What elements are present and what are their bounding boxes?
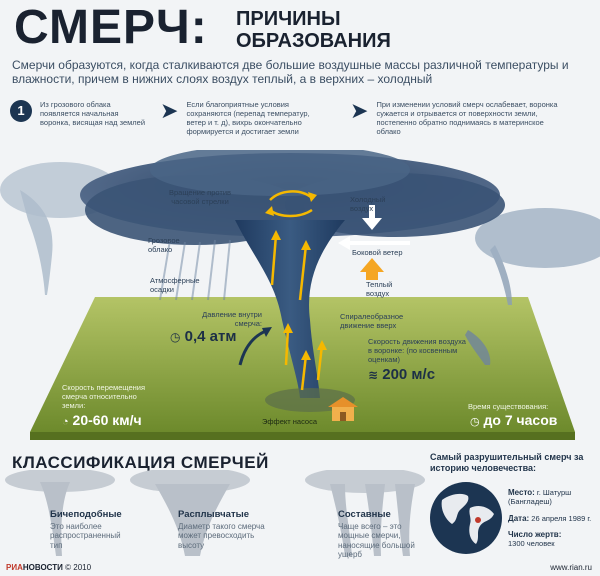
page-subtitle: ПРИЧИНЫ ОБРАЗОВАНИЯ (236, 8, 391, 52)
subtitle-line-2: ОБРАЗОВАНИЯ (236, 30, 391, 52)
precipitation-label: Атмосферные осадки (150, 276, 200, 294)
lifetime-readout: ◷ до 7 часов (470, 412, 557, 428)
multiple-tornado-shape (330, 484, 352, 556)
arrow-icon: ➤ (160, 98, 179, 123)
copyright: © 2010 (65, 563, 92, 572)
step-text: При изменении условий смерч ослабевает, … (376, 100, 558, 136)
wind-speed-readout: ≋ 200 м/с (368, 366, 435, 383)
record-place-label: Место: (508, 488, 535, 497)
class-item-whip: Бичеподобные Это наиболее распространенн… (50, 510, 130, 550)
ground-edge (30, 432, 575, 440)
gauge-icon: ◷ (170, 330, 181, 344)
location-marker-icon (475, 517, 481, 523)
wind-speed-label: Скорость движения воздуха в воронке: (по… (368, 337, 466, 364)
record-place: Место: г. Шатурш (Бангладеш) (508, 488, 600, 506)
travel-speed-readout: ◔ 20-60 км/ч (62, 412, 142, 428)
step-1: 1 Из грозового облака появляется начальн… (10, 100, 160, 127)
storm-cloud-label: Грозовое облако (148, 236, 180, 254)
whip-tornado-shape (40, 482, 70, 556)
tornado-funnel (235, 220, 345, 398)
subtitle-line-1: ПРИЧИНЫ (236, 8, 341, 30)
wind-speed-value: 200 м/с (382, 366, 436, 383)
record-victims: Число жертв: 1300 человек (508, 530, 561, 548)
step-text: Если благоприятные условия сохраняются (… (186, 100, 310, 136)
logo-prefix: РИА (6, 563, 23, 572)
distant-cloud-right (475, 208, 600, 268)
house-icon (328, 397, 358, 421)
page-title: СМЕРЧ: (14, 1, 208, 54)
class-text: Диаметр такого смерча может превосходить… (178, 521, 265, 550)
class-name: Составные (338, 509, 391, 520)
clock-icon: ◷ (470, 416, 480, 428)
class-name: Расплывчатые (178, 509, 249, 520)
record-date-label: Дата: (508, 514, 530, 523)
diffuse-tornado-shape (155, 484, 230, 556)
pressure-readout: ◷ 0,4 атм (170, 328, 236, 345)
intro-text: Смерчи образуются, когда сталкиваются дв… (12, 58, 569, 86)
travel-speed-value: 20-60 км/ч (72, 412, 142, 428)
rotation-label: Вращение против часовой стрелки (168, 188, 232, 206)
class-name: Бичеподобные (50, 509, 122, 520)
pressure-value: 0,4 атм (184, 328, 237, 345)
ria-logo: РИАНОВОСТИ © 2010 (6, 563, 91, 572)
arrow-icon: ➤ (350, 98, 369, 123)
record-victims-label: Число жертв: (508, 530, 562, 539)
class-text: Чаще всего – это мощные смерчи, нанося­щ… (338, 521, 415, 560)
small-tornado (465, 330, 491, 365)
side-wind-label: Боковой ветер (352, 248, 403, 257)
cold-air-label: Холодный воздух (350, 195, 386, 213)
lifetime-value: до 7 часов (483, 412, 558, 428)
warm-air-arrow (360, 258, 384, 280)
travel-speed-label: Скорость перемещения смерча относительно… (62, 383, 146, 410)
step-2: ➤ Если благоприятные условия сохраняются… (160, 98, 350, 137)
class-item-multiple: Составные Чаще всего – это мощные смерчи… (338, 510, 418, 560)
step-text: Из грозового облака появляется начальная… (40, 100, 146, 127)
class-item-diffuse: Расплывчатые Диаметр такого смерча может… (178, 510, 278, 550)
tornado-illustration (0, 150, 600, 440)
step-3: ➤ При изменении условий смерч ослабевает… (350, 98, 595, 137)
wind-icon: ≋ (368, 368, 379, 382)
classification-title: КЛАССИФИКАЦИЯ СМЕРЧЕЙ (12, 453, 269, 472)
logo-suffix: НОВОСТИ (22, 563, 63, 572)
record-date-value: 26 апреля 1989 г. (531, 514, 592, 523)
classification-illustrations (5, 470, 425, 556)
arrow-heads (265, 192, 327, 360)
tornado-scene: Вращение против часовой стрелки Грозовое… (0, 150, 600, 440)
site-link[interactable]: www.rian.ru (550, 563, 592, 572)
step-number: 1 (10, 100, 32, 122)
record-victims-value: 1300 человек (508, 539, 555, 548)
lifetime-label: Время существования: (468, 402, 549, 411)
pressure-label: Давление внутри смерча: (202, 310, 262, 328)
cold-air-arrow (369, 205, 375, 219)
warm-air-label: Теплый воздух (366, 280, 393, 298)
record-heading: Самый разрушительный смерч за историю че… (430, 452, 584, 473)
record-place-value: г. Шатурш (Бангладеш) (508, 488, 572, 506)
speed-icon: ◔ (62, 416, 69, 428)
footer: РИАНОВОСТИ © 2010 www.rian.ru (0, 561, 600, 576)
globe-icon (430, 482, 502, 554)
pump-effect-label: Эффект насоса (262, 417, 318, 426)
distant-tornado-right (490, 245, 512, 305)
class-text: Это наиболее распространенный тип (50, 521, 121, 550)
record-date: Дата: 26 апреля 1989 г. (508, 514, 591, 523)
spiral-label: Спиралеобразное движение вверх (340, 312, 404, 330)
precipitation-streaks (159, 239, 231, 301)
rotation-arrows (269, 190, 324, 391)
